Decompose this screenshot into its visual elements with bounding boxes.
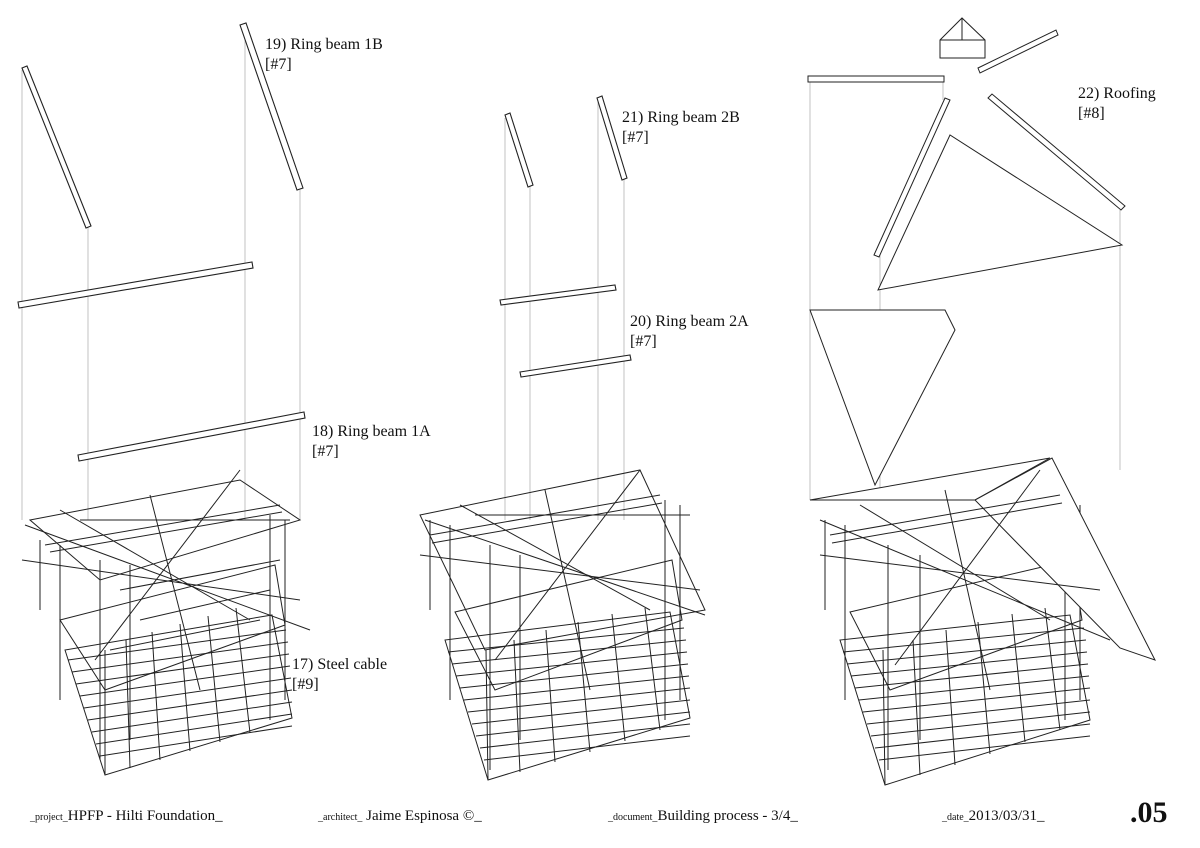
label-step-20-ref: [#7] bbox=[630, 333, 657, 350]
label-step-17-ref: [#9] bbox=[292, 676, 319, 693]
hip-beam-left bbox=[873, 97, 951, 258]
ring-beam-1a-upper bbox=[17, 261, 254, 309]
label-ring-beam-1b: 19) Ring beam 1B [#7] bbox=[265, 35, 383, 75]
ring-beam-1b-left bbox=[21, 65, 92, 229]
stage-2-exploded-beams bbox=[499, 95, 632, 378]
footer-document: _document_Building process - 3/4_ bbox=[608, 808, 798, 838]
label-step-22-text: 22) Roofing bbox=[1078, 85, 1156, 102]
footer-date: _date_2013/03/31_ bbox=[942, 808, 1045, 838]
footer-date-key: _date_ bbox=[942, 812, 969, 823]
label-step-19-ref: [#7] bbox=[265, 56, 292, 73]
label-ring-beam-2b: 21) Ring beam 2B [#7] bbox=[622, 108, 740, 148]
footer-project-value: HPFP - Hilti Foundation_ bbox=[67, 808, 223, 824]
footer-architect-value: Jaime Espinosa ©_ bbox=[362, 808, 482, 824]
brick-base-3 bbox=[839, 614, 1091, 786]
roof-panel-installed-right bbox=[974, 457, 1157, 661]
footer-project-key: _project_ bbox=[30, 812, 68, 823]
ring-beam-2b-left bbox=[504, 112, 534, 188]
label-step-20-text: 20) Ring beam 2A bbox=[630, 313, 749, 330]
stage-3-frame bbox=[809, 457, 1157, 786]
footer-document-key: _document_ bbox=[608, 812, 658, 823]
ring-beam-2b-right bbox=[596, 95, 628, 181]
label-step-22-ref: [#8] bbox=[1078, 105, 1105, 122]
footer-architect: _architect_ Jaime Espinosa ©_ bbox=[318, 808, 482, 838]
stage-1-frame bbox=[21, 469, 311, 776]
hip-beam-right bbox=[987, 93, 1126, 211]
label-steel-cable: 17) Steel cable [#9] bbox=[292, 655, 387, 695]
ring-beam-1b-right bbox=[239, 22, 304, 191]
ring-beam-1a-lower bbox=[77, 411, 306, 462]
label-roofing: 22) Roofing [#8] bbox=[1078, 84, 1156, 124]
footer-project: _project_HPFP - Hilti Foundation_ bbox=[30, 808, 223, 838]
ring-beam-2a-upper bbox=[499, 284, 617, 306]
label-ring-beam-1a: 18) Ring beam 1A [#7] bbox=[312, 422, 431, 462]
label-step-18-text: 18) Ring beam 1A bbox=[312, 423, 431, 440]
label-step-17-text: 17) Steel cable bbox=[292, 656, 388, 673]
label-step-21-ref: [#7] bbox=[622, 129, 649, 146]
roof-panel-lower bbox=[809, 309, 956, 487]
stage-2-frame bbox=[419, 469, 706, 781]
ring-beam-2a-lower bbox=[519, 354, 632, 378]
page-number: .05 bbox=[1130, 796, 1168, 829]
label-ring-beam-2a: 20) Ring beam 2A [#7] bbox=[630, 312, 749, 352]
brick-base-2 bbox=[444, 611, 691, 781]
stage-3-roof-parts bbox=[807, 17, 1126, 487]
footer-date-value: 2013/03/31_ bbox=[968, 808, 1045, 824]
footer-architect-key: _architect_ bbox=[318, 812, 363, 823]
footer-document-value: Building process - 3/4_ bbox=[657, 808, 798, 824]
ridge-beam-top-right bbox=[977, 29, 1059, 74]
label-step-18-ref: [#7] bbox=[312, 443, 339, 460]
ridge-beam-top bbox=[807, 75, 945, 83]
roof-panel-upper bbox=[877, 134, 1124, 291]
label-step-19-text: 19) Ring beam 1B bbox=[265, 36, 383, 53]
stage-1-exploded-beams bbox=[17, 22, 306, 462]
label-step-21-text: 21) Ring beam 2B bbox=[622, 109, 740, 126]
